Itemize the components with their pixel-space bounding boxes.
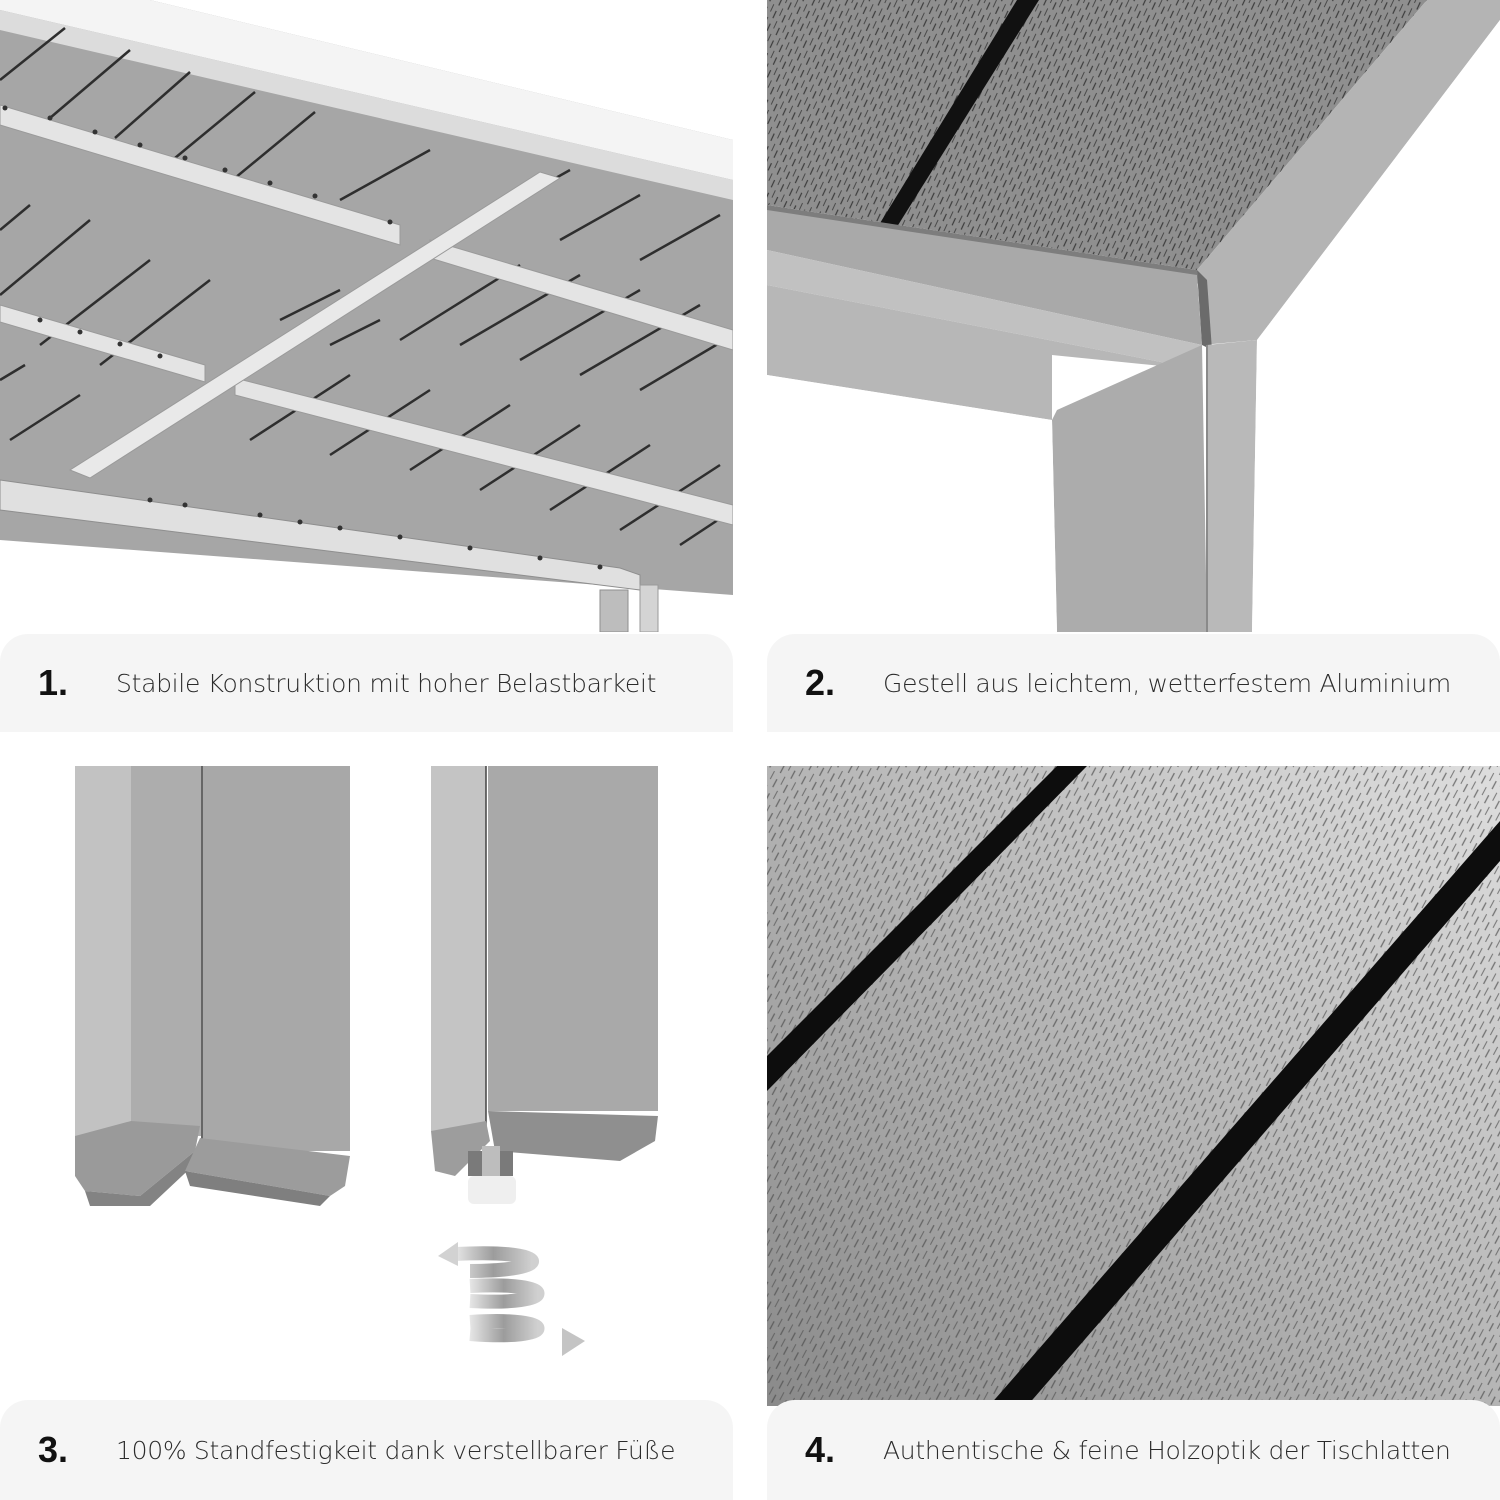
feature-caption-3: 3. 100% Standfestigkeit dank verstellbar…	[0, 1400, 733, 1500]
feature-image-adjustable-feet	[0, 766, 733, 1400]
feature-caption-1: 1. Stabile Konstruktion mit hoher Belast…	[0, 634, 733, 732]
feature-text: 100% Standfestigkeit dank verstellbarer …	[116, 1435, 676, 1465]
table-underside-illustration	[0, 0, 733, 632]
feature-number: 1.	[38, 662, 69, 703]
feature-caption-2: 2. Gestell aus leichtem, wetterfestem Al…	[767, 634, 1500, 732]
feature-number: 3.	[38, 1429, 69, 1470]
feature-text: Authentische & feine Holzoptik der Tisch…	[883, 1435, 1451, 1465]
feature-image-wood-grain	[767, 766, 1500, 1406]
feature-image-construction	[0, 0, 733, 632]
adjustable-leg-illustration	[0, 766, 733, 1400]
feature-text: Gestell aus leichtem, wetterfestem Alumi…	[883, 668, 1451, 698]
wood-grain-slats-illustration	[767, 766, 1500, 1406]
rotate-spiral-arrow-icon	[454, 1246, 545, 1343]
feature-caption-4: 4. Authentische & feine Holzoptik der Ti…	[767, 1400, 1500, 1500]
feature-image-aluminium	[767, 0, 1500, 632]
feature-number: 2.	[805, 662, 836, 703]
aluminium-corner-illustration	[767, 0, 1500, 632]
feature-number: 4.	[805, 1429, 836, 1470]
feature-text: Stabile Konstruktion mit hoher Belastbar…	[116, 668, 657, 698]
